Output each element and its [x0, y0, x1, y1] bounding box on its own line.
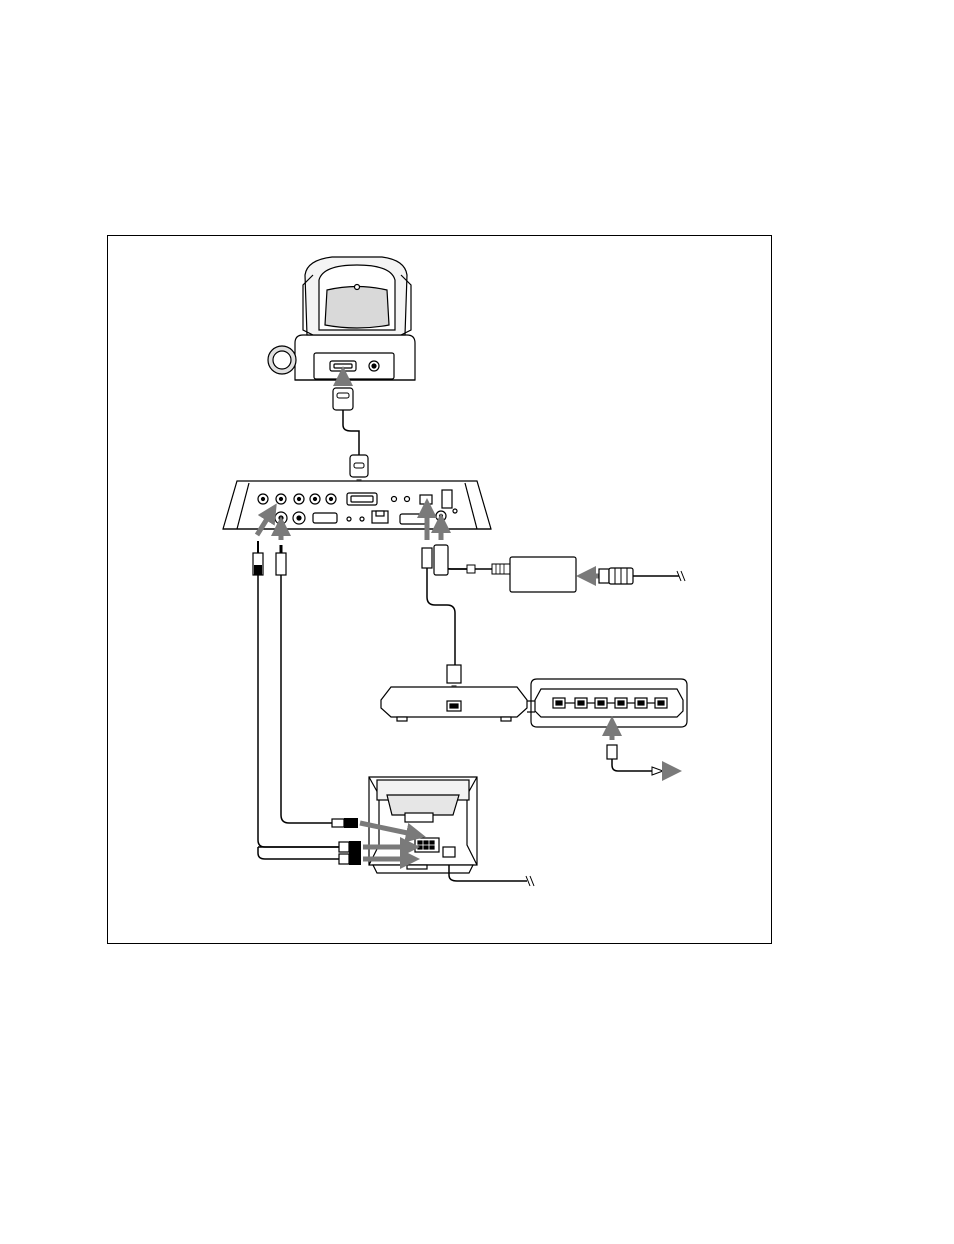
- dc-power-cable: [422, 507, 510, 665]
- isdn-line-cable: [607, 725, 673, 775]
- s-video-cable: [276, 525, 332, 823]
- ac-power-adaptor: [510, 557, 576, 592]
- connection-diagram: [107, 235, 772, 944]
- pan-tilt-camera: [268, 257, 415, 380]
- camera-control-cable: [333, 375, 368, 497]
- video-cable: [253, 511, 339, 847]
- ac-power-cord: [585, 568, 685, 584]
- isdn-network-interface-unit: [381, 679, 687, 727]
